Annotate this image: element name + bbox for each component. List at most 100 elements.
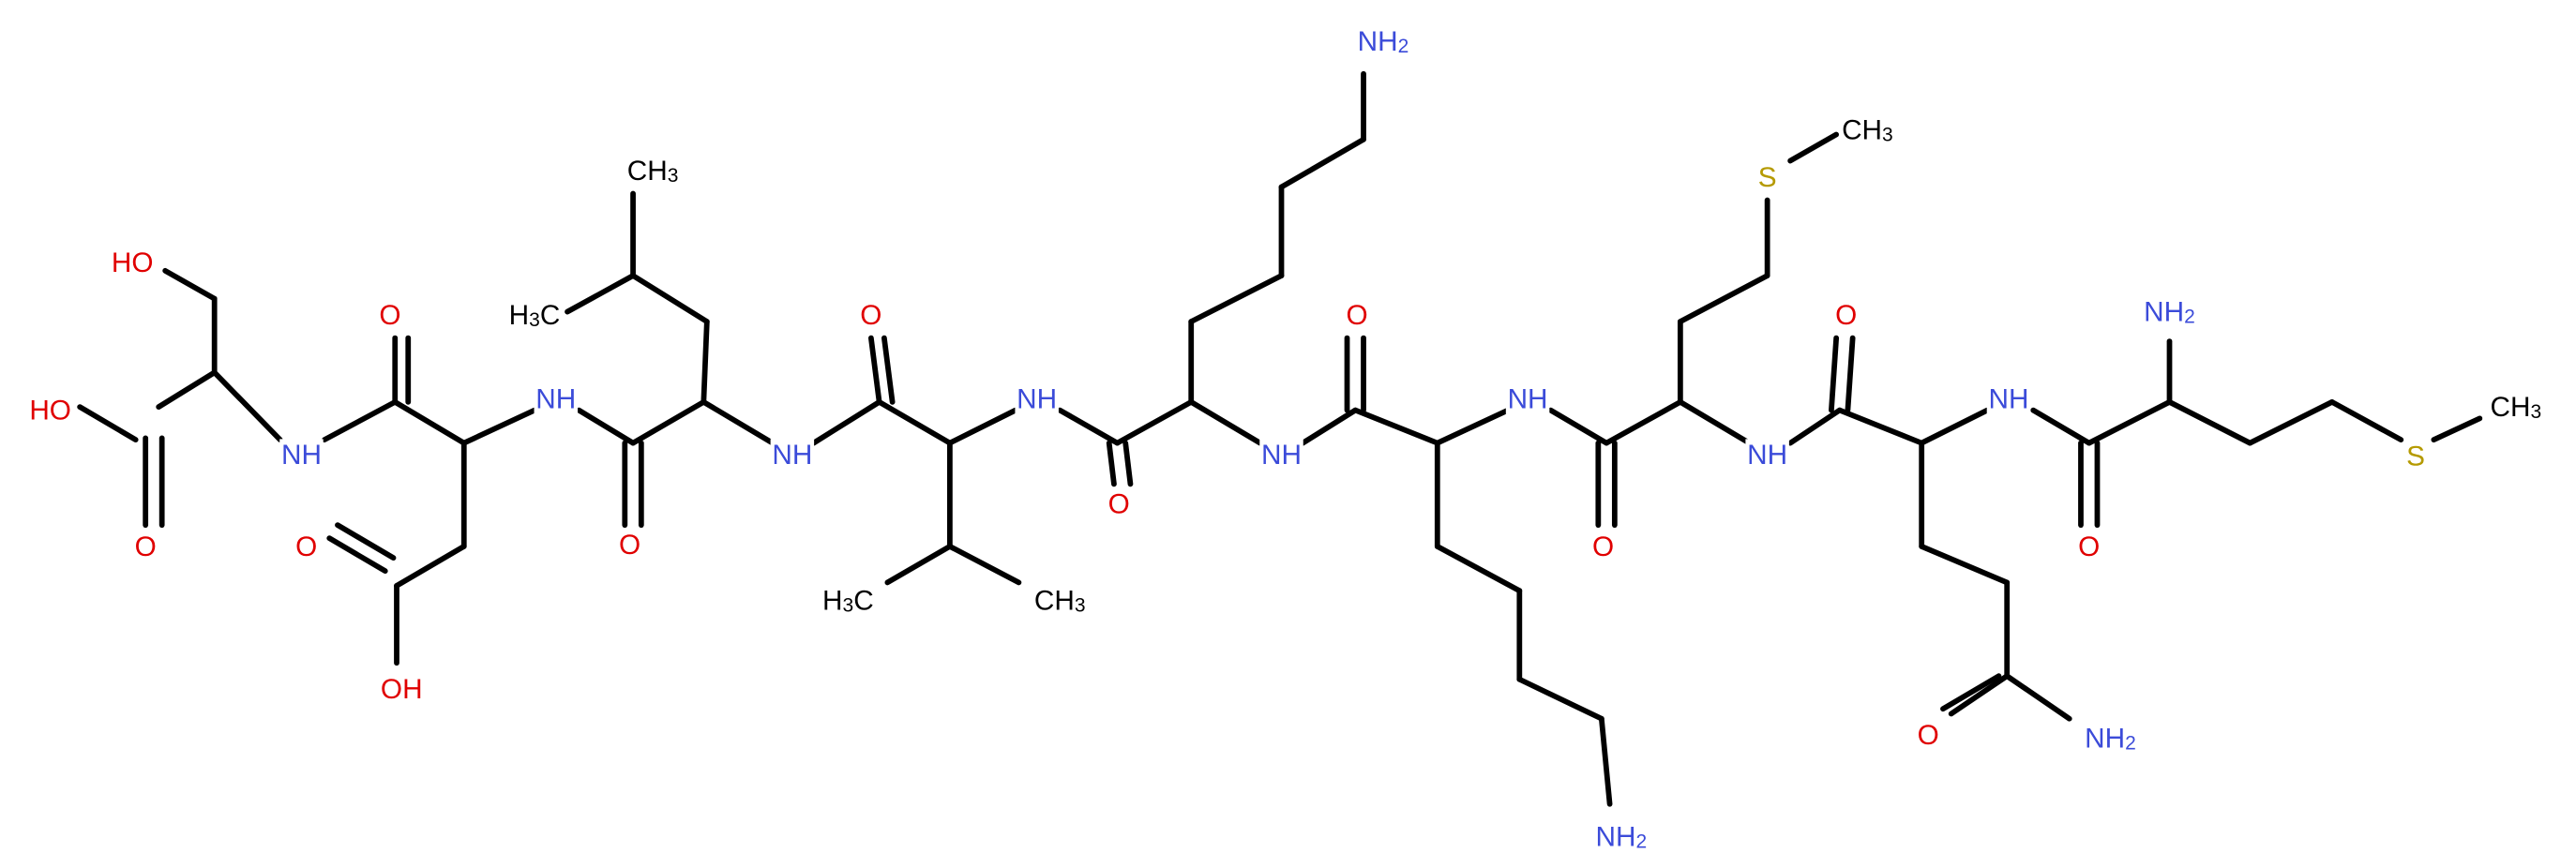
atom-symbol: NH bbox=[1261, 439, 1302, 470]
atom-symbol: H bbox=[822, 585, 842, 616]
bond-line bbox=[700, 319, 710, 405]
bond-line bbox=[1829, 335, 1840, 413]
bond-line bbox=[576, 407, 636, 446]
bond-line bbox=[876, 398, 953, 446]
atom-label-halo bbox=[1355, 25, 1411, 58]
atom-label-halo bbox=[1755, 161, 1779, 193]
bond-line bbox=[884, 544, 953, 586]
bond-line bbox=[1188, 273, 1285, 324]
atom-label-halo bbox=[1593, 821, 1649, 854]
atom-label-halo bbox=[2404, 441, 2427, 472]
atom-label-halo bbox=[1032, 585, 1088, 618]
bond-line bbox=[1787, 407, 1843, 446]
atom-symbol: NH bbox=[535, 383, 576, 414]
atom-symbol: HO bbox=[29, 395, 71, 426]
atom-label-nh-7: NH bbox=[1747, 439, 1787, 470]
bond-line bbox=[2247, 398, 2335, 446]
bond-line bbox=[392, 398, 467, 446]
bond-line bbox=[2030, 407, 2092, 446]
bond-line bbox=[947, 407, 1018, 446]
atom-label-nh-1: NH bbox=[281, 439, 322, 470]
bond-line bbox=[881, 335, 896, 405]
atom-label-o-asp-side: O bbox=[295, 531, 317, 561]
atom-symbol: NH bbox=[1017, 383, 1057, 414]
bond-line bbox=[1948, 673, 2011, 717]
atom-label-o-leu-amide: O bbox=[619, 530, 640, 561]
atom-label-ho-acid1: HO bbox=[29, 395, 71, 426]
bond-line bbox=[1434, 544, 1523, 594]
atom-symbol: O bbox=[1835, 300, 1857, 331]
atom-label-halo bbox=[1745, 439, 1789, 471]
atom-symbol: O bbox=[1592, 531, 1614, 561]
atom-label-halo bbox=[379, 673, 425, 705]
atom-label-halo bbox=[132, 531, 158, 562]
bond-line bbox=[630, 398, 707, 446]
atom-symbol-tail: C bbox=[853, 585, 874, 616]
atom-label-halo bbox=[27, 395, 73, 427]
atom-symbol: NH bbox=[1747, 439, 1787, 470]
atom-label-s-met2: S bbox=[2406, 441, 2425, 471]
bond-line bbox=[2166, 398, 2253, 446]
atom-symbol: NH bbox=[1988, 383, 2028, 414]
bond-line bbox=[1836, 407, 1925, 446]
atom-label-halo bbox=[1505, 382, 1550, 414]
atom-subscript: 3 bbox=[668, 165, 679, 187]
atom-label-o-lys1: O bbox=[1108, 488, 1130, 519]
atom-label-halo bbox=[1344, 299, 1370, 331]
atom-label-halo bbox=[110, 247, 156, 278]
atom-label-halo bbox=[1986, 382, 2031, 414]
atom-symbol: O bbox=[1346, 300, 1367, 331]
atom-label-nh-2: NH bbox=[535, 383, 576, 414]
bond-line bbox=[2086, 398, 2173, 446]
atom-subscript: 3 bbox=[1882, 125, 1893, 146]
atom-label-halo bbox=[2083, 723, 2138, 756]
atom-label-ch3-met1: CH3 bbox=[1842, 114, 1893, 146]
bond-line bbox=[630, 273, 710, 324]
atom-label-nh-3: NH bbox=[772, 439, 812, 470]
atom-label-halo bbox=[1015, 382, 1059, 414]
atom-label-o-met2: O bbox=[2078, 531, 2100, 561]
atom-label-s-met1: S bbox=[1758, 162, 1777, 193]
bond-line bbox=[1114, 398, 1195, 446]
atom-label-o-lys2-top: O bbox=[1346, 300, 1367, 331]
bond-line bbox=[947, 544, 1022, 586]
atom-label-halo bbox=[1915, 719, 1941, 751]
bond-line bbox=[1547, 407, 1609, 446]
atom-label-halo bbox=[2488, 391, 2543, 424]
atom-symbol: NH bbox=[772, 439, 812, 470]
atom-symbol: H bbox=[509, 300, 530, 331]
atom-label-nh-4: NH bbox=[1017, 383, 1057, 414]
atom-label-o-gln-side: O bbox=[1918, 720, 1939, 751]
atom-label-ch3-leu-top: CH3 bbox=[627, 156, 679, 187]
atom-label-ch3-met2: CH3 bbox=[2491, 392, 2542, 424]
bond-line bbox=[1677, 398, 1753, 446]
atom-label-halo bbox=[1106, 487, 1132, 519]
bond-line bbox=[810, 398, 882, 446]
bond-line bbox=[335, 522, 397, 561]
atom-symbol: O bbox=[295, 531, 317, 561]
atom-label-halo bbox=[534, 382, 579, 414]
atom-label-halo bbox=[625, 155, 681, 187]
atom-symbol: CH bbox=[1034, 585, 1075, 616]
bond-line bbox=[1106, 440, 1117, 487]
atom-symbol: CH bbox=[1842, 114, 1882, 145]
bond-line bbox=[1845, 335, 1856, 413]
atom-label-nh2-met2: NH2 bbox=[2144, 296, 2195, 328]
atom-label-halo bbox=[377, 299, 403, 331]
atom-subscript: 2 bbox=[2125, 733, 2136, 755]
atom-label-halo bbox=[1840, 113, 1895, 146]
bond-line bbox=[1188, 398, 1263, 446]
atom-symbol: O bbox=[619, 530, 640, 561]
atom-label-nh2-gln-side: NH2 bbox=[2085, 723, 2136, 755]
bond-line bbox=[1604, 398, 1683, 446]
atom-symbol: S bbox=[1758, 162, 1777, 193]
atom-label-nh-6: NH bbox=[1508, 383, 1548, 414]
bond-line bbox=[1434, 407, 1511, 446]
atom-label-nh2-lys2: NH2 bbox=[1596, 821, 1648, 853]
atom-symbol: NH bbox=[2085, 723, 2125, 754]
bond-line bbox=[326, 535, 388, 575]
atom-symbol: NH bbox=[1358, 25, 1398, 56]
atom-label-h3c-val: H3C bbox=[822, 585, 874, 617]
atom-subscript: 3 bbox=[843, 595, 854, 617]
